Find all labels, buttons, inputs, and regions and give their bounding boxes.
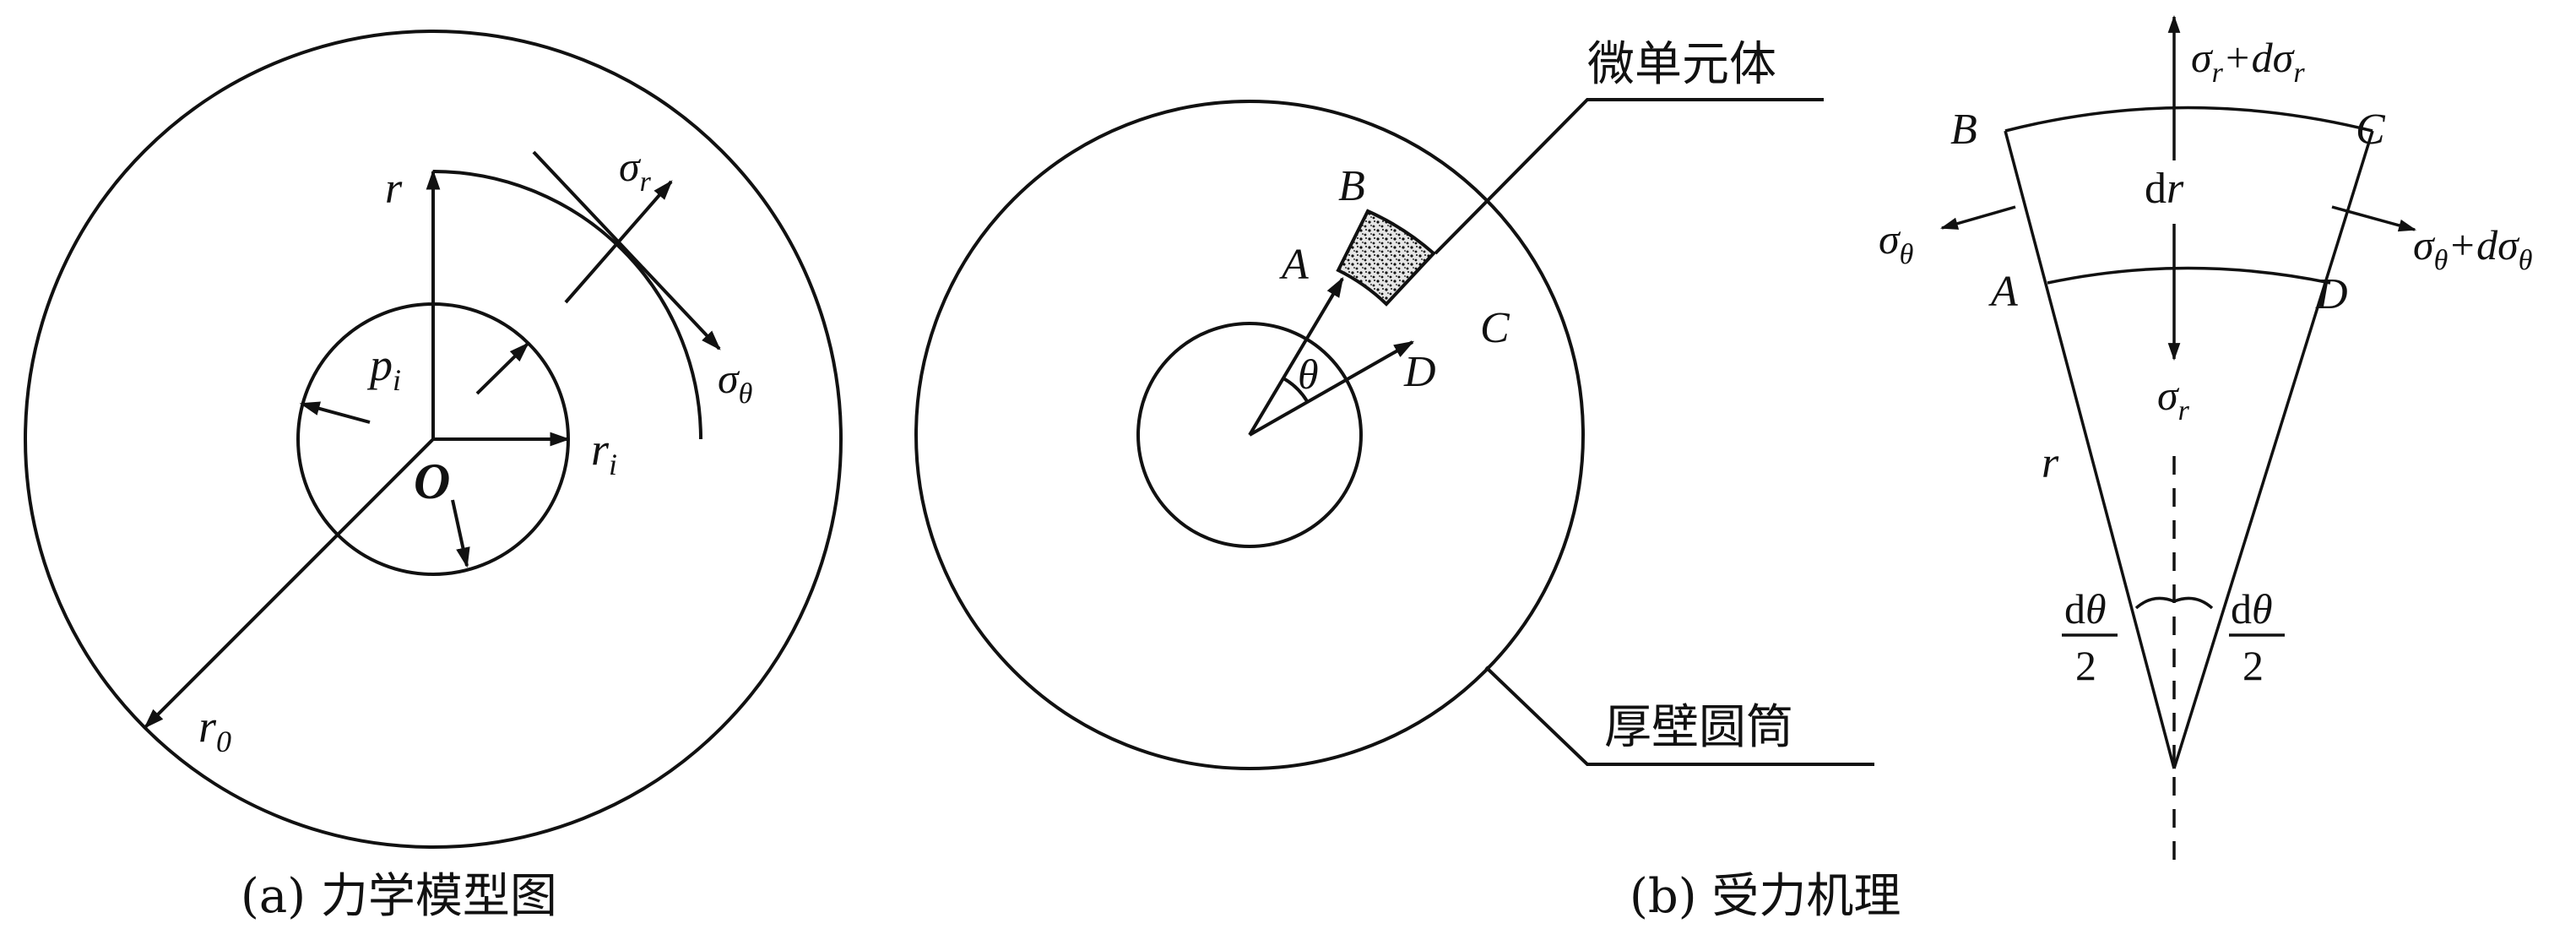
label-A-b: A — [1279, 241, 1309, 289]
label-sigma-theta-plus-dsigma-theta: σθ+dσθ — [2413, 221, 2532, 276]
sigma-theta-arrow — [532, 150, 721, 350]
label-sigma-theta-left: σθ — [1879, 215, 1913, 270]
theta-arc — [1282, 377, 1309, 403]
arc-BC — [2004, 106, 2373, 133]
sector-right-edge — [2172, 130, 2374, 769]
pressure-arrow-upright — [475, 342, 529, 395]
pressure-arrow-down — [451, 499, 470, 568]
callout-cylinder-text: 厚壁圆筒 — [1604, 700, 1793, 755]
label-D-b: D — [1403, 348, 1436, 396]
pressure-arrow-left — [299, 401, 371, 424]
caption-b: (b) 受力机理 — [1630, 869, 1901, 924]
label-r-c: r — [2042, 439, 2059, 487]
label-sigma-r-plus-dsigma-r: σr+dσr — [2191, 34, 2305, 89]
svg-text:dθ: dθ — [2064, 585, 2107, 633]
arc-AD — [2047, 266, 2331, 285]
r0-arrow — [144, 437, 435, 729]
label-D-c: D — [2315, 270, 2348, 318]
label-ri: ri — [591, 424, 617, 481]
fraction-dtheta-2-right: dθ 2 — [2229, 585, 2285, 689]
svg-text:2: 2 — [2075, 642, 2096, 689]
label-A-c: A — [1988, 268, 2018, 316]
panel-c: B C A D dr r σr+dσr σθ σθ+dσθ σr dθ 2 dθ… — [1879, 14, 2532, 870]
fraction-dtheta-2-left: dθ 2 — [2062, 585, 2118, 689]
panel-a: r pi ri O r0 σr σθ (a) 力学模型图 — [24, 30, 843, 924]
radius-line-A — [1248, 276, 1344, 437]
svg-text:2: 2 — [2242, 642, 2264, 689]
label-sigma-r-bottom: σr — [2157, 372, 2190, 426]
cylinder-inner-circle — [1136, 322, 1363, 548]
callout-line-element — [1434, 98, 1824, 255]
svg-text:dθ: dθ — [2231, 585, 2273, 633]
radius-line-D — [1249, 340, 1415, 437]
cylinder-outer-circle — [914, 100, 1585, 770]
label-O: O — [414, 454, 450, 509]
label-dr: dr — [2145, 165, 2184, 213]
arrow-right-sigma-theta-plus — [2331, 205, 2417, 232]
label-r: r — [385, 165, 403, 213]
outer-circle — [24, 30, 843, 849]
label-B-b: B — [1338, 162, 1365, 210]
label-theta-b: θ — [1298, 350, 1319, 398]
dtheta-arc-left — [2134, 596, 2175, 610]
label-sigma-r: σr — [619, 143, 652, 198]
arrow-left-sigma-theta — [1939, 205, 2016, 230]
label-sigma-theta: σθ — [718, 355, 752, 410]
label-pi: pi — [366, 340, 401, 397]
sector-left-edge — [2004, 130, 2176, 769]
label-r0: r0 — [198, 701, 231, 758]
dtheta-arc-right — [2173, 596, 2214, 610]
label-B-c: B — [1950, 106, 1977, 154]
callout-element-text: 微单元体 — [1587, 37, 1776, 92]
label-C-b: C — [1480, 304, 1510, 352]
label-C-c: C — [2356, 106, 2386, 154]
micro-element — [1336, 209, 1436, 307]
caption-a: (a) 力学模型图 — [241, 869, 557, 924]
callout-line-cylinder — [1484, 666, 1874, 766]
panel-b: B A C D θ 微单元体 厚壁圆筒 (b) 受力机理 — [914, 37, 1901, 924]
stress-arc — [432, 170, 702, 440]
